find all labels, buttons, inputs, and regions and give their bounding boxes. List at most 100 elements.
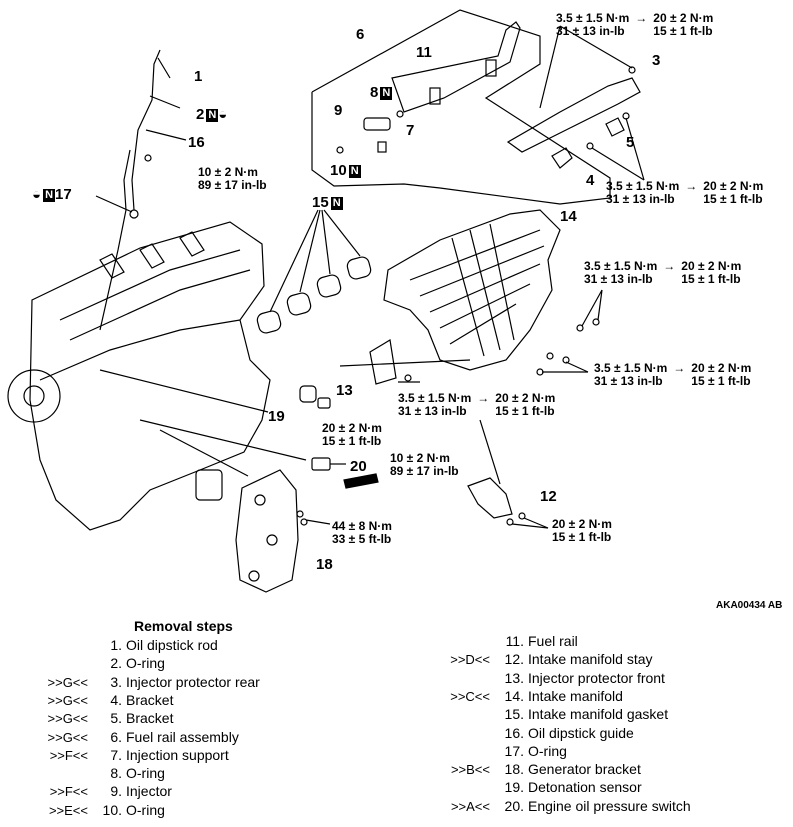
torque-ft: 15 ± 1 ft-lb	[703, 192, 763, 206]
step-number: 14.	[504, 687, 524, 704]
injector-protector-front	[369, 339, 397, 385]
torque-ft: 15 ± 1 ft-lb	[691, 374, 751, 388]
callout-5: 5	[626, 134, 635, 151]
step-procedure-code: >>C<<	[450, 688, 490, 704]
removal-step: >>F<<9.Injector	[34, 782, 172, 800]
step-number: 10.	[102, 801, 122, 818]
torque-nm: 3.5 ± 1.5 N·m	[584, 259, 658, 273]
step-number: 17.	[504, 742, 524, 759]
o-ring-10	[336, 146, 344, 154]
step-number: 19.	[504, 779, 524, 796]
arrow-icon: →	[663, 259, 676, 273]
torque-ft: 15 ± 1 ft-lb	[653, 24, 713, 38]
removal-step: >>D<<12.Intake manifold stay	[436, 650, 652, 668]
removal-step: >>E<<10.O-ring	[34, 801, 165, 819]
new-part-badge: N	[43, 189, 56, 202]
step-label: Fuel rail assembly	[126, 728, 239, 745]
torque-ft: 33 ± 5 ft-lb	[332, 532, 392, 546]
step-label: Intake manifold	[528, 687, 623, 704]
torque-nm: 3.5 ± 1.5 N·m	[594, 361, 668, 375]
removal-step: >>C<< 14.Intake manifold	[436, 687, 623, 705]
step-label: Generator bracket	[528, 761, 641, 778]
removal-step: 15.Intake manifold gasket	[436, 705, 669, 723]
torque-in: 31 ± 13 in-lb	[594, 374, 663, 388]
bracket-4	[551, 147, 573, 169]
step-number: 2.	[110, 655, 122, 672]
step-label: Oil dipstick rod	[126, 637, 218, 653]
callout-17-number: 17	[55, 186, 72, 203]
step-procedure-code: >>A<<	[450, 798, 490, 814]
callout-15-number: 15	[312, 194, 329, 211]
step-number: 1.	[110, 637, 122, 653]
step-number: 12.	[504, 651, 524, 668]
torque-ft: 15 ± 1 ft-lb	[681, 272, 741, 286]
removal-step: 8.O-ring	[34, 764, 165, 782]
step-number: 6.	[110, 728, 122, 745]
step-number: 9.	[110, 783, 122, 800]
removal-step: >>G<< 6.Fuel rail assembly	[34, 728, 239, 746]
oil-dipstick-rod	[131, 49, 161, 211]
oil-can-icon: ◒	[218, 106, 228, 123]
generator-bracket	[235, 469, 299, 593]
intake-manifold-gasket-3	[316, 274, 342, 298]
torque-nm: 20 ± 2 N·m	[322, 421, 382, 435]
step-number: 3.	[110, 673, 122, 690]
engine-block	[29, 221, 271, 531]
callout-6: 6	[356, 26, 365, 43]
detonation-sensor	[299, 385, 317, 403]
callout-1: 1	[194, 68, 203, 85]
step-procedure-code: >>G<<	[47, 692, 88, 708]
arrow-icon: →	[635, 11, 648, 25]
step-number: 5.	[110, 710, 122, 727]
torque-ft: 15 ± 1 ft-lb	[322, 434, 382, 448]
figure-reference: AKA00434 AB	[716, 600, 783, 611]
torque-nm: 20 ± 2 N·m	[495, 391, 556, 405]
step-label: O-ring	[126, 655, 165, 672]
step-procedure-code: >>G<<	[47, 674, 88, 690]
step-number: 13.	[504, 669, 524, 686]
step-number: 18.	[504, 761, 524, 778]
torque-nm: 20 ± 2 N·m	[703, 179, 764, 193]
intake-manifold-gasket-2	[286, 292, 312, 316]
step-procedure-code: >>G<<	[47, 729, 88, 745]
step-procedure-code: >>D<<	[450, 652, 490, 668]
step-procedure-code: >>F<<	[49, 784, 88, 800]
fuel-rail	[391, 21, 521, 113]
step-procedure-code: >>G<<	[47, 711, 88, 727]
step-label: O-ring	[126, 801, 165, 818]
callout-9: 9	[334, 102, 343, 119]
step-label: Fuel rail	[528, 633, 578, 649]
torque-in: 31 ± 13 in-lb	[556, 24, 625, 38]
new-part-badge: N	[380, 87, 393, 100]
removal-step: 19.Detonation sensor	[436, 778, 642, 796]
intake-manifold-gasket-4	[346, 256, 372, 280]
step-number: 7.	[110, 746, 122, 763]
removal-step: >>G<<4.Bracket	[34, 691, 174, 709]
torque-nm: 3.5 ± 1.5 N·m	[398, 391, 472, 405]
callout-10-number: 10	[330, 162, 347, 179]
injection-support	[377, 141, 387, 153]
step-label: Oil dipstick guide	[528, 724, 634, 741]
removal-step: 16.Oil dipstick guide	[436, 724, 634, 742]
bracket-5	[605, 117, 625, 137]
step-number: 15.	[504, 706, 524, 723]
step-number: 16.	[504, 724, 524, 741]
engine-oil-pressure-switch	[311, 457, 331, 471]
new-part-badge: N	[206, 109, 219, 122]
callout-20: 20	[350, 458, 367, 475]
torque-nm: 20 ± 2 N·m	[681, 259, 742, 273]
o-ring-8	[396, 110, 404, 118]
new-part-badge: N	[330, 197, 343, 210]
step-label: Injector protector front	[528, 669, 665, 686]
step-label: Bracket	[126, 691, 174, 708]
